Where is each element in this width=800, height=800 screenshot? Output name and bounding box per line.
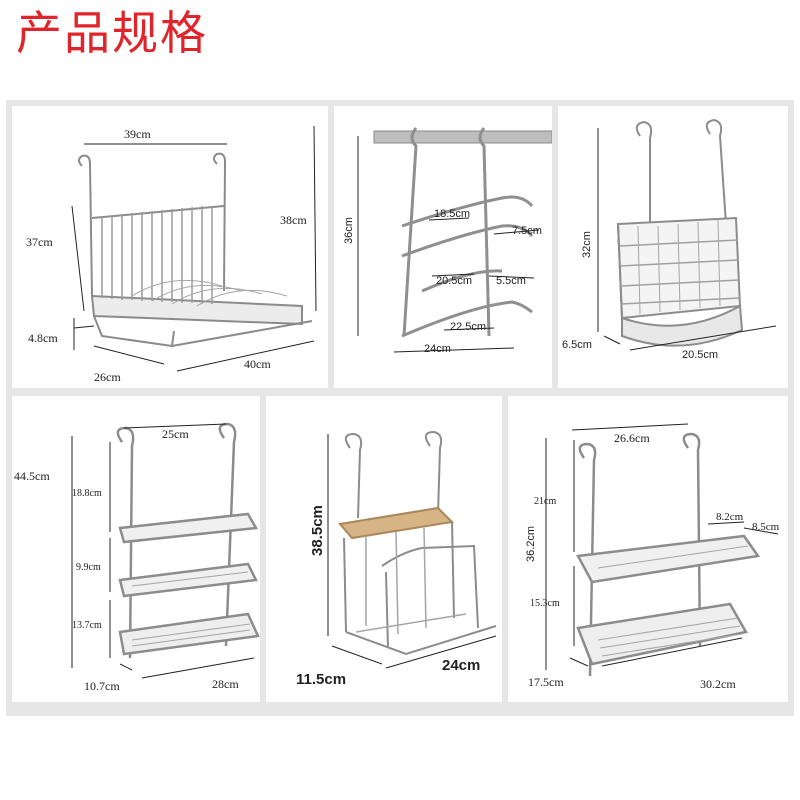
two-tier-shelf-image (576, 432, 761, 677)
dim-top-lid-depth: 7.5cm (512, 225, 542, 237)
two-tier-shelf-figure: 26.6cm 21cm 8.2cm 8.5cm 36.2cm 15.3cm 17… (525, 423, 780, 691)
dim-height-right: 38cm (280, 213, 307, 227)
dim-height-left: 37cm (26, 235, 53, 249)
knife-holder-dimension-lines (327, 434, 497, 669)
dim-width-top: 25cm (162, 427, 189, 441)
knife-holder-image (338, 430, 497, 656)
three-tier-shelf-dimension-lines (71, 423, 255, 679)
dim-length: 30.2cm (700, 677, 736, 691)
dish-rack-figure: 39cm 37cm 38cm 4.8cm 26cm 40cm (26, 125, 317, 384)
three-tier-shelf-image (116, 422, 260, 659)
dim-length: 40cm (244, 357, 271, 371)
utensil-holder-image (616, 118, 744, 347)
dim-width-top: 39cm (124, 127, 151, 141)
pot-lid-rack-figure: 36cm 18.5cm 7.5cm 20.5cm 5.5cm 22.5cm 24… (343, 127, 552, 355)
dim-base-width: 24cm (424, 343, 451, 355)
dim-top-tier-height: 18.8cm (72, 488, 102, 499)
dim-depth: 11.5cm (296, 671, 346, 688)
dim-bottom-tier-height: 13.7cm (72, 620, 102, 631)
pot-lid-rack-dimension-lines (357, 136, 540, 353)
dim-middle-lid-width: 20.5cm (436, 275, 472, 287)
dim-lower-tier-height: 15.3cm (530, 598, 560, 609)
page-title: 产品规格 (16, 6, 208, 60)
dim-depth: 6.5cm (562, 339, 592, 351)
product-panel-knife-holder: 38.5cm 11.5cm 24cm (266, 396, 502, 702)
dish-rack-image (78, 152, 313, 348)
product-panel-three-tier-shelf: 25cm 44.5cm 18.8cm 9.9cm 13.7cm 10.7cm 2… (12, 396, 260, 702)
dim-base-height: 4.8cm (28, 331, 58, 345)
dim-top-lid-width: 18.5cm (434, 208, 470, 220)
product-panel-two-tier-shelf: 26.6cm 21cm 8.2cm 8.5cm 36.2cm 15.3cm 17… (508, 396, 788, 702)
dim-top-shelf-depth: 8.2cm (716, 511, 744, 523)
spec-grid: 39cm 37cm 38cm 4.8cm 26cm 40cm (6, 100, 794, 716)
dim-upper-tier-height: 21cm (534, 496, 556, 507)
dim-middle-lid-depth: 5.5cm (496, 275, 526, 287)
dim-length: 28cm (212, 677, 239, 691)
two-tier-shelf-dimension-lines (545, 423, 779, 670)
dim-height: 38.5cm (309, 505, 326, 556)
dim-total-height: 44.5cm (14, 469, 50, 483)
dim-height: 36cm (343, 217, 355, 244)
product-panel-utensil-holder: 32cm 6.5cm 20.5cm (558, 106, 788, 388)
dish-rack-dimension-lines (71, 125, 317, 372)
dim-bottom-lid-width: 22.5cm (450, 321, 486, 333)
dim-width-top: 26.6cm (614, 431, 650, 445)
dim-top-shelf-rail: 8.5cm (752, 521, 780, 533)
utensil-holder-figure: 32cm 6.5cm 20.5cm (562, 118, 777, 361)
product-panel-pot-lid-rack: 36cm 18.5cm 7.5cm 20.5cm 5.5cm 22.5cm 24… (334, 106, 552, 388)
dim-total-height: 36.2cm (525, 526, 537, 562)
dim-depth: 17.5cm (528, 675, 564, 689)
dim-width: 24cm (442, 657, 480, 674)
dim-height: 32cm (581, 231, 593, 258)
dim-middle-tier-height: 9.9cm (76, 562, 101, 573)
dim-depth: 10.7cm (84, 679, 120, 693)
dim-width: 20.5cm (682, 349, 718, 361)
pot-lid-rack-image (373, 127, 552, 338)
dim-depth: 26cm (94, 370, 121, 384)
knife-holder-figure: 38.5cm 11.5cm 24cm (296, 430, 497, 688)
three-tier-shelf-figure: 25cm 44.5cm 18.8cm 9.9cm 13.7cm 10.7cm 2… (14, 422, 260, 693)
product-panel-dish-rack: 39cm 37cm 38cm 4.8cm 26cm 40cm (12, 106, 328, 388)
utensil-holder-dimension-lines (597, 128, 777, 351)
